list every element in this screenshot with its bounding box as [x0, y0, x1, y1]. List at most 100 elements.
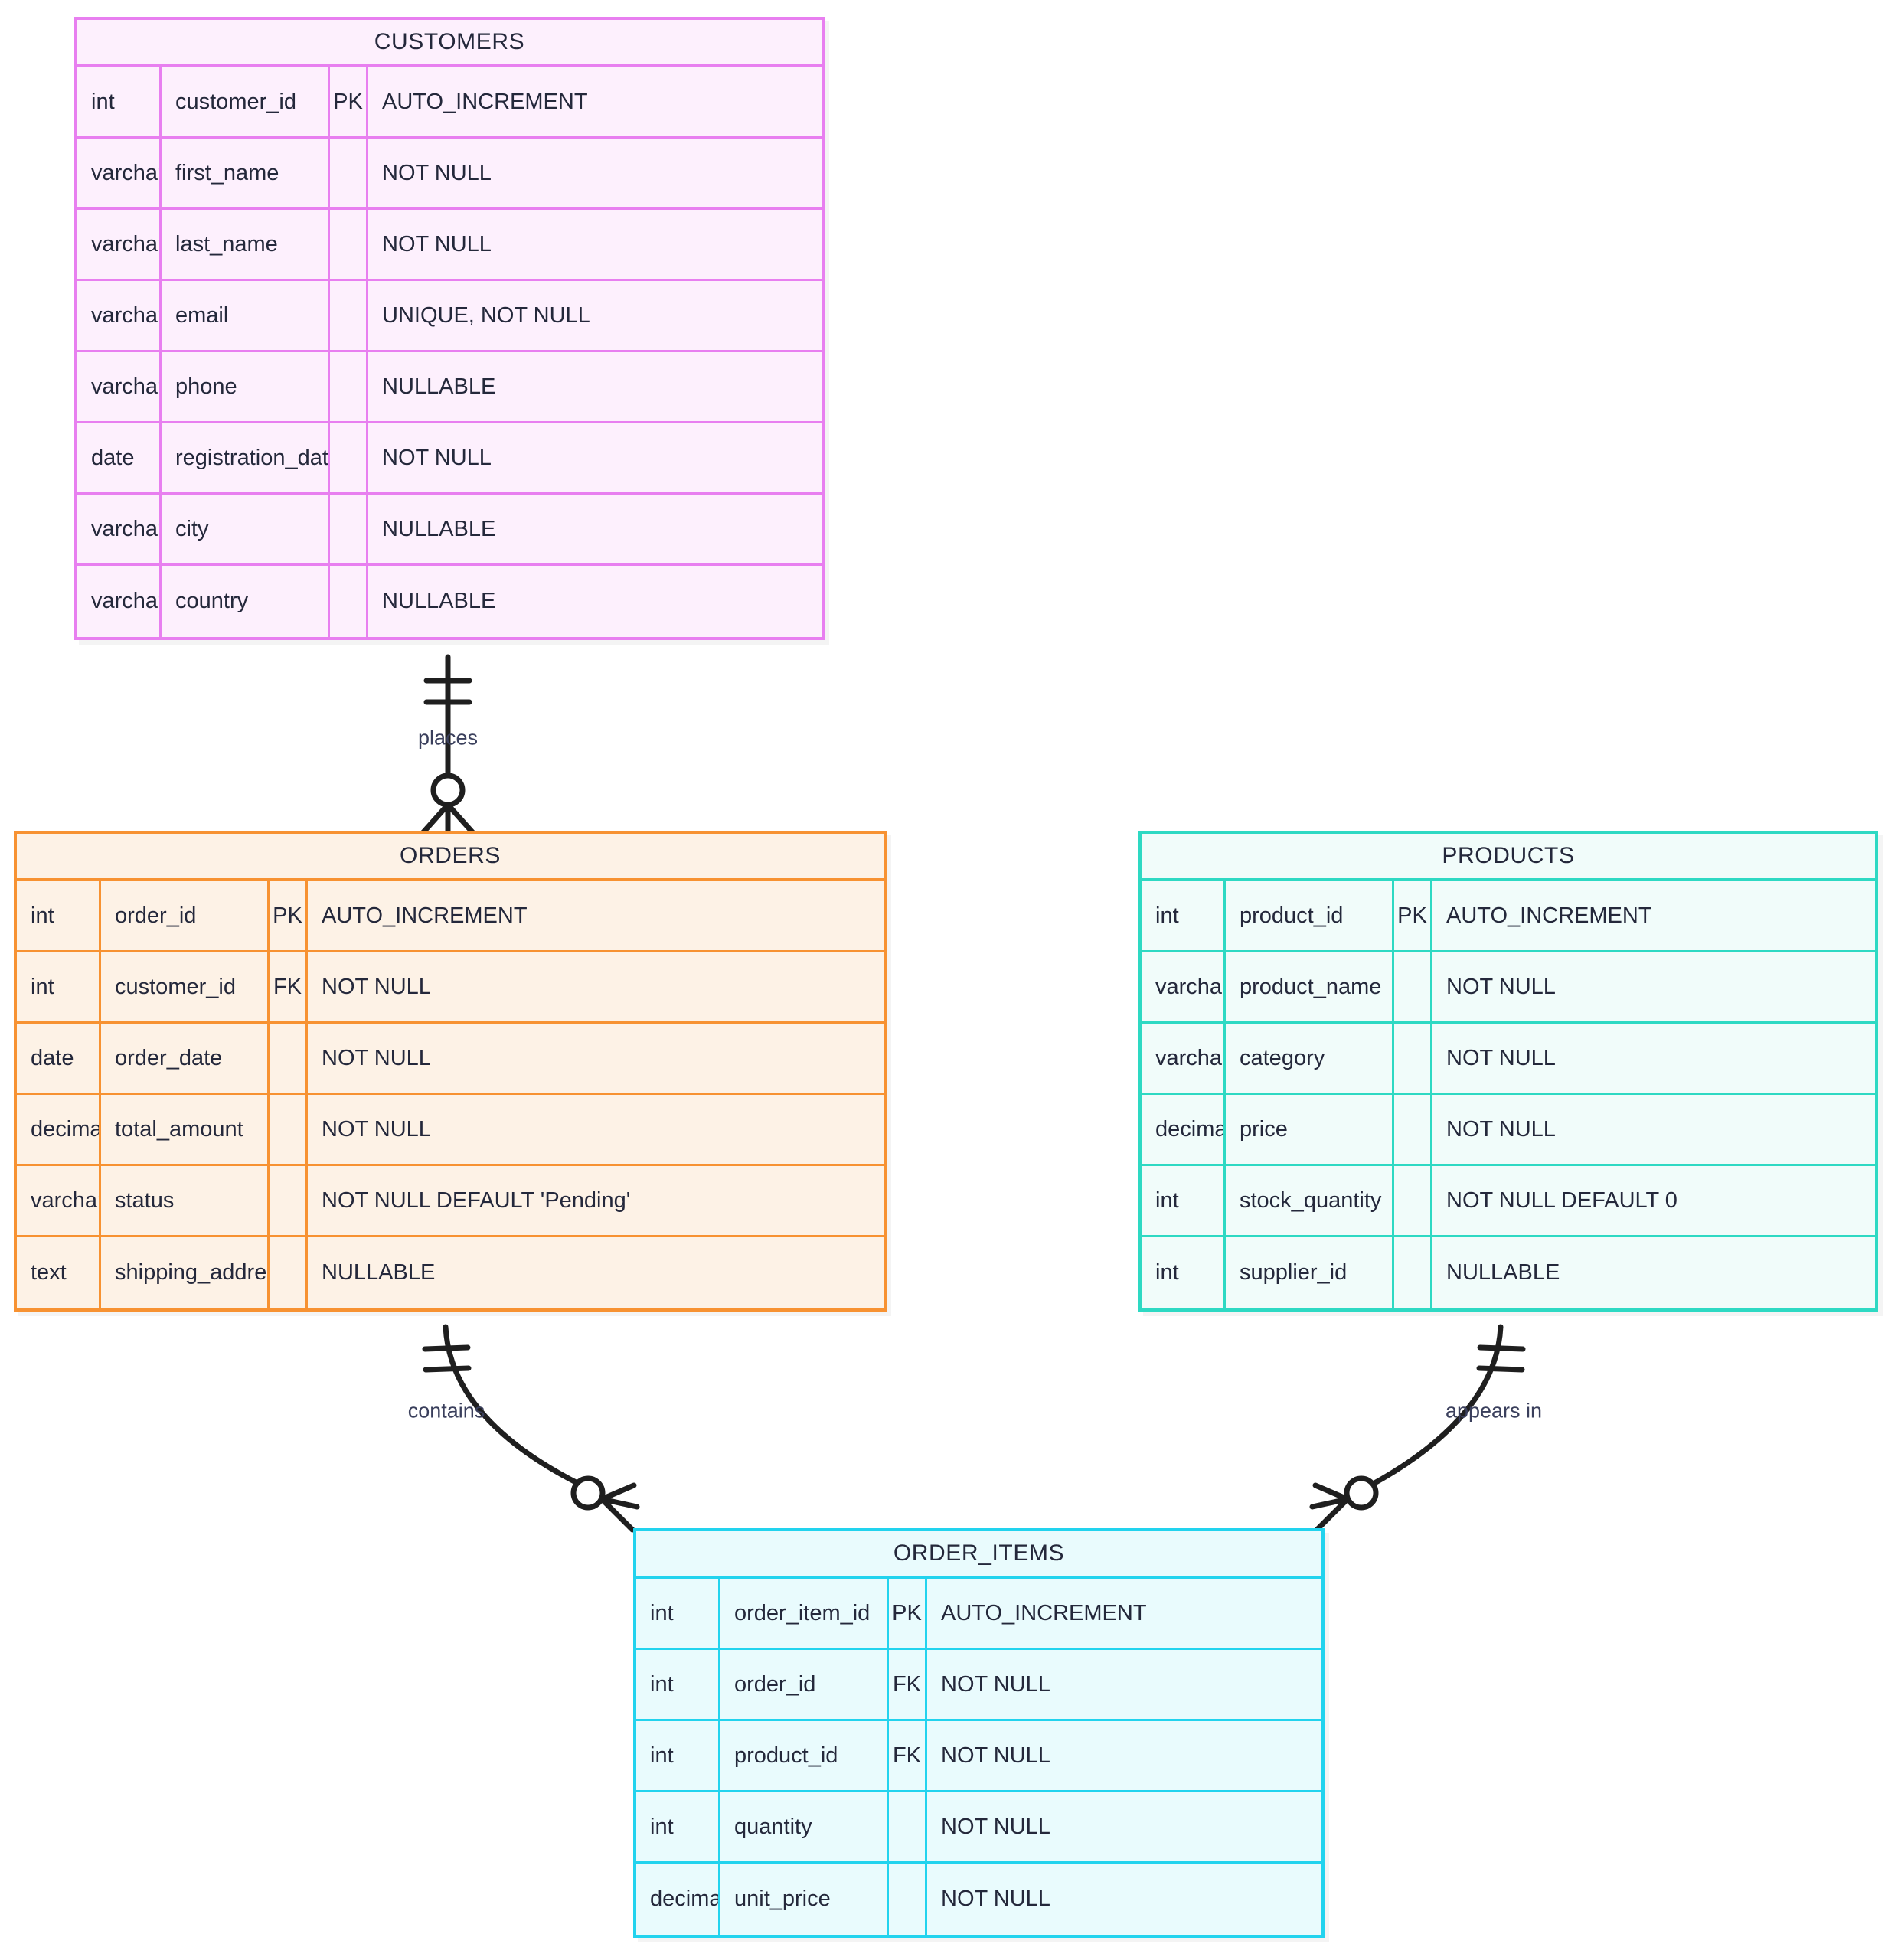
attribute-key	[1394, 1166, 1432, 1235]
cardinality-zero-or-many-order-items-2	[1309, 1475, 1379, 1533]
attribute-type: decimal	[636, 1864, 720, 1935]
attribute-type: varchar	[17, 1166, 101, 1235]
attribute-row[interactable]: varchar product_name NOT NULL	[1142, 952, 1875, 1024]
attribute-key	[270, 1166, 308, 1235]
attribute-name: category	[1226, 1024, 1394, 1093]
attribute-row[interactable]: date order_date NOT NULL	[17, 1024, 884, 1095]
attribute-row[interactable]: varchar email UNIQUE, NOT NULL	[77, 281, 822, 352]
attribute-row[interactable]: int stock_quantity NOT NULL DEFAULT 0	[1142, 1166, 1875, 1237]
attribute-type: int	[636, 1721, 720, 1790]
attribute-row[interactable]: varchar city NULLABLE	[77, 495, 822, 566]
attribute-comment: NULLABLE	[1446, 1260, 1560, 1285]
attribute-row[interactable]: text shipping_address NULLABLE	[17, 1237, 884, 1308]
attribute-row[interactable]: varchar category NOT NULL	[1142, 1024, 1875, 1095]
attribute-name: total_amount	[101, 1095, 270, 1164]
attribute-comment: NOT NULL	[382, 231, 492, 256]
attribute-comment: NOT NULL	[322, 974, 431, 999]
attribute-row[interactable]: int product_id PK AUTO_INCREMENT	[1142, 881, 1875, 952]
attribute-name: order_item_id	[720, 1579, 889, 1648]
attribute-row[interactable]: varchar status NOT NULL DEFAULT 'Pending…	[17, 1166, 884, 1237]
entity-order-items[interactable]: ORDER_ITEMS int order_item_id PK AUTO_IN…	[633, 1528, 1325, 1938]
attribute-name: shipping_address	[101, 1237, 270, 1308]
relationship-line-appears-in	[1309, 1324, 1526, 1533]
cardinality-exactly-one-orders	[422, 1344, 472, 1373]
attribute-row[interactable]: int customer_id PK AUTO_INCREMENT	[77, 67, 822, 139]
attribute-comment: NOT NULL	[1446, 1045, 1556, 1070]
attribute-row[interactable]: date registration_date NOT NULL	[77, 423, 822, 495]
attribute-name: last_name	[162, 210, 330, 279]
entity-orders[interactable]: ORDERS int order_id PK AUTO_INCREMENT in…	[14, 831, 887, 1312]
attribute-row[interactable]: int customer_id FK NOT NULL	[17, 952, 884, 1024]
attribute-row[interactable]: varchar first_name NOT NULL	[77, 139, 822, 210]
attribute-key	[1394, 1237, 1432, 1308]
relationship-label-places: places	[417, 726, 479, 750]
attribute-type: int	[17, 952, 101, 1021]
entity-products[interactable]: PRODUCTS int product_id PK AUTO_INCREMEN…	[1138, 831, 1878, 1312]
attribute-comment: NULLABLE	[322, 1260, 436, 1285]
attribute-row[interactable]: int quantity NOT NULL	[636, 1792, 1321, 1864]
relationship-line-contains	[422, 1324, 640, 1533]
attribute-name: order_id	[720, 1650, 889, 1719]
attribute-type: int	[1142, 881, 1226, 950]
attribute-comment: NOT NULL DEFAULT 'Pending'	[322, 1187, 631, 1213]
attribute-comment: UNIQUE, NOT NULL	[382, 302, 590, 328]
attribute-comment: AUTO_INCREMENT	[941, 1600, 1147, 1625]
attribute-key	[889, 1864, 927, 1935]
attribute-row[interactable]: int product_id FK NOT NULL	[636, 1721, 1321, 1792]
attribute-name: first_name	[162, 139, 330, 207]
attribute-row[interactable]: int order_id FK NOT NULL	[636, 1650, 1321, 1721]
attribute-key	[330, 139, 368, 207]
cardinality-zero-or-many-orders	[420, 773, 476, 836]
attribute-comment: NOT NULL	[322, 1045, 431, 1070]
attribute-key	[330, 352, 368, 421]
attribute-key	[330, 495, 368, 564]
attribute-row[interactable]: decimal unit_price NOT NULL	[636, 1864, 1321, 1935]
cardinality-zero-or-many-order-items	[570, 1475, 640, 1533]
attribute-list-orders: int order_id PK AUTO_INCREMENT int custo…	[17, 881, 884, 1308]
attribute-type: int	[77, 67, 162, 136]
attribute-comment: NOT NULL	[941, 1743, 1050, 1768]
attribute-key: PK	[1394, 881, 1432, 950]
attribute-comment: NULLABLE	[382, 516, 496, 541]
attribute-type: int	[636, 1792, 720, 1861]
attribute-comment: NOT NULL	[1446, 974, 1556, 999]
entity-customers[interactable]: CUSTOMERS int customer_id PK AUTO_INCREM…	[74, 17, 825, 640]
attribute-key	[1394, 1095, 1432, 1164]
attribute-row[interactable]: varchar phone NULLABLE	[77, 352, 822, 423]
attribute-row[interactable]: int order_id PK AUTO_INCREMENT	[17, 881, 884, 952]
attribute-name: customer_id	[162, 67, 330, 136]
attribute-type: varchar	[77, 281, 162, 350]
attribute-name: unit_price	[720, 1864, 889, 1935]
attribute-name: registration_date	[162, 423, 330, 492]
attribute-comment: NOT NULL	[941, 1886, 1050, 1911]
attribute-row[interactable]: decimal total_amount NOT NULL	[17, 1095, 884, 1166]
attribute-row[interactable]: varchar last_name NOT NULL	[77, 210, 822, 281]
attribute-list-order-items: int order_item_id PK AUTO_INCREMENT int …	[636, 1579, 1321, 1935]
attribute-name: country	[162, 566, 330, 637]
attribute-key: FK	[270, 952, 308, 1021]
attribute-key: FK	[889, 1650, 927, 1719]
attribute-name: product_name	[1226, 952, 1394, 1021]
attribute-type: date	[77, 423, 162, 492]
attribute-row[interactable]: int order_item_id PK AUTO_INCREMENT	[636, 1579, 1321, 1650]
attribute-comment: NOT NULL	[382, 445, 492, 470]
attribute-key	[270, 1237, 308, 1308]
attribute-row[interactable]: int supplier_id NULLABLE	[1142, 1237, 1875, 1308]
attribute-row[interactable]: varchar country NULLABLE	[77, 566, 822, 637]
attribute-type: int	[636, 1650, 720, 1719]
entity-title-order-items: ORDER_ITEMS	[636, 1531, 1321, 1579]
attribute-type: int	[17, 881, 101, 950]
attribute-name: order_id	[101, 881, 270, 950]
attribute-row[interactable]: decimal price NOT NULL	[1142, 1095, 1875, 1166]
attribute-comment: NULLABLE	[382, 589, 496, 613]
attribute-comment: NOT NULL	[1446, 1116, 1556, 1142]
attribute-name: product_id	[720, 1721, 889, 1790]
attribute-key	[330, 566, 368, 637]
cardinality-exactly-one-products	[1476, 1344, 1526, 1373]
attribute-type: varchar	[77, 352, 162, 421]
attribute-name: price	[1226, 1095, 1394, 1164]
relationship-label-appears-in: appears in	[1445, 1399, 1543, 1423]
attribute-name: order_date	[101, 1024, 270, 1093]
attribute-type: varchar	[1142, 952, 1226, 1021]
attribute-type: varchar	[77, 566, 162, 637]
